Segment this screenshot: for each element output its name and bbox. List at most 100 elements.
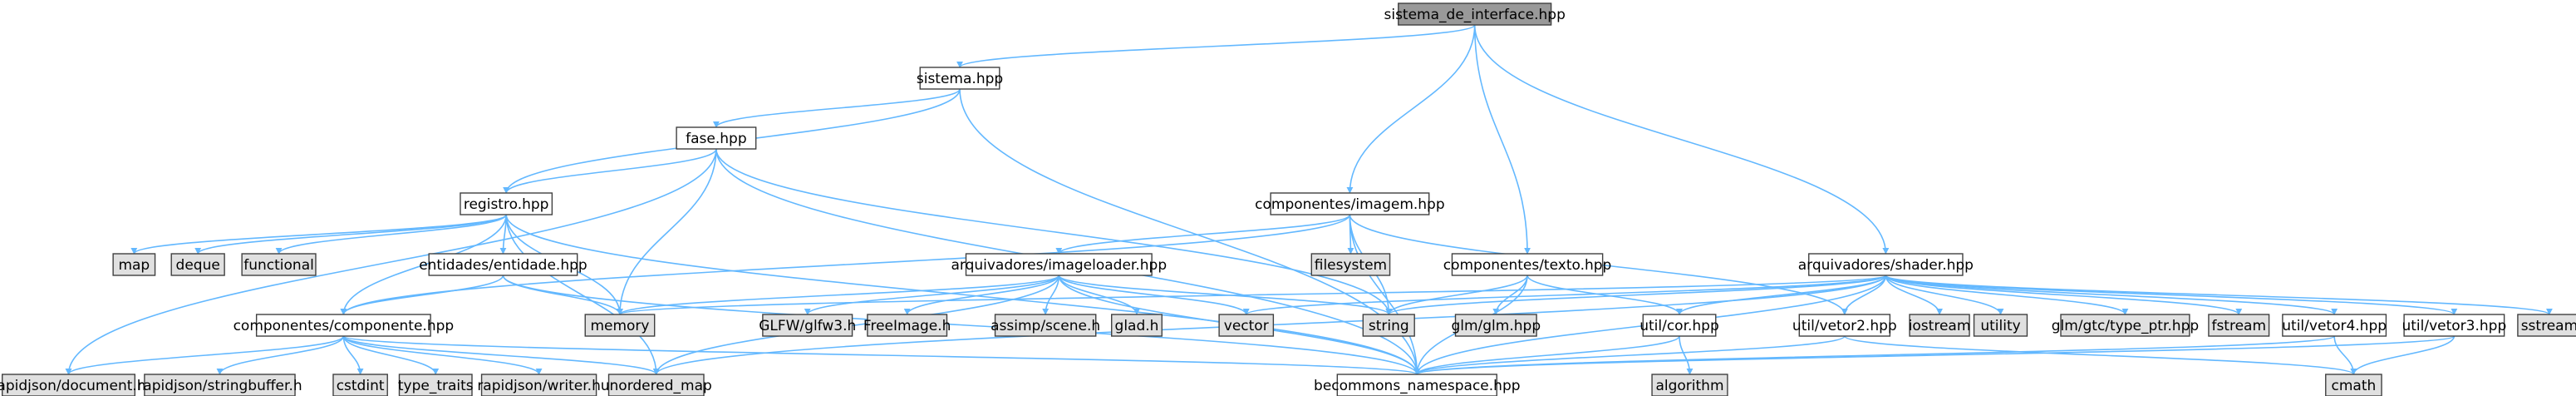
node-label: rapidjson/writer.h [477, 378, 601, 394]
edge-n9-n13 [342, 335, 440, 375]
graph-node-n12: cstdint [332, 374, 388, 396]
edge-n0-n26 [1473, 24, 1531, 255]
node-box [762, 314, 853, 337]
graph-node-n19: filesystem [1310, 253, 1391, 276]
graph-node-n26[interactable]: componentes/texto.hpp [1443, 253, 1612, 276]
node-label: filesystem [1315, 257, 1387, 274]
node-label: memory [590, 318, 649, 334]
node-box [460, 192, 553, 215]
node-box [867, 314, 948, 337]
edge-n7-n16 [502, 275, 1421, 375]
edge-n18-n23 [1058, 275, 1140, 315]
edge-n7-n9 [340, 275, 504, 315]
node-box [398, 374, 473, 396]
graph-node-n27: glm/glm.hpp [1451, 314, 1541, 337]
node-box [607, 374, 705, 396]
graph-node-n14: rapidjson/writer.h [477, 374, 601, 396]
graph-node-n38: sstream [2517, 314, 2576, 337]
graph-node-n36[interactable]: util/vetor4.hpp [2282, 314, 2387, 337]
graph-node-n28[interactable]: util/cor.hpp [1639, 314, 1719, 337]
node-label: sistema.hpp [917, 71, 1003, 87]
graph-node-n24: vector [1218, 314, 1275, 337]
graph-node-n3[interactable]: registro.hpp [460, 192, 553, 215]
edge-n28-n29 [1679, 335, 1694, 375]
graph-node-n7[interactable]: entidades/entidade.hpp [419, 253, 587, 276]
node-label: FreeImage.h [863, 318, 951, 334]
node-box [1909, 314, 1970, 337]
edge-n17-n9 [340, 214, 1351, 315]
node-box [1808, 253, 1964, 276]
edge-n2-n3 [503, 148, 717, 194]
graph-node-n18[interactable]: arquivadores/imageloader.hpp [951, 253, 1167, 276]
graph-node-n1[interactable]: sistema.hpp [917, 67, 1003, 90]
node-label: fstream [2211, 318, 2266, 334]
graph-node-n0[interactable]: sistema_de_interface.hpp [1384, 2, 1566, 26]
node-label: componentes/texto.hpp [1443, 257, 1612, 274]
edge-n9-n15 [342, 335, 660, 375]
node-label: becommons_namespace.hpp [1314, 378, 1521, 394]
node-box [112, 253, 156, 276]
edge-n30-n25 [1385, 275, 1887, 315]
edge-n0-n1 [956, 24, 1476, 68]
graph-node-n16[interactable]: becommons_namespace.hpp [1314, 374, 1521, 396]
node-box [428, 253, 578, 276]
node-label: util/vetor2.hpp [1792, 318, 1897, 334]
graph-node-n25: string [1362, 314, 1415, 337]
graph-node-n35: fstream [2208, 314, 2270, 337]
node-box [584, 314, 656, 337]
node-label: vector [1224, 318, 1269, 334]
graph-node-n37[interactable]: util/vetor3.hpp [2401, 314, 2506, 337]
edge-n26-n25 [1385, 275, 1528, 315]
node-label: registro.hpp [464, 196, 549, 213]
graph-node-n31[interactable]: util/vetor2.hpp [1792, 314, 1897, 337]
node-label: utility [1980, 318, 2020, 334]
node-label: sstream [2521, 318, 2576, 334]
edge-n30-n8 [617, 275, 1887, 315]
graph-node-n9[interactable]: componentes/componente.hpp [234, 314, 455, 337]
node-box [170, 253, 225, 276]
edge-n26-n28 [1526, 275, 1683, 315]
edge-n30-n37 [1885, 275, 2458, 315]
edge-n30-n36 [1885, 275, 2338, 315]
node-box [241, 253, 317, 276]
node-label: iostream [1909, 318, 1971, 334]
edge-n0-n30 [1473, 24, 1890, 255]
graph-node-n17[interactable]: componentes/imagem.hpp [1255, 192, 1445, 215]
edge-n18-n8 [617, 275, 1060, 315]
edge-n18-n21 [903, 275, 1060, 315]
node-box [1651, 374, 1728, 396]
graph-node-n23: glad.h [1111, 314, 1163, 337]
edge-n18-n15 [652, 275, 1060, 375]
graph-node-n22: assimp/scene.h [991, 314, 1100, 337]
graph-node-n8: memory [584, 314, 656, 337]
edge-n30-n35 [1885, 275, 2243, 315]
graph-node-n2[interactable]: fase.hpp [676, 126, 757, 150]
node-box [1398, 2, 1552, 26]
node-label: functional [243, 257, 314, 274]
graph-node-n13: type_traits [398, 374, 474, 396]
node-label: arquivadores/shader.hpp [1798, 257, 1974, 274]
edge-n1-n2 [712, 88, 961, 128]
node-label: rapidjson/document.h [0, 378, 146, 394]
node-box [2208, 314, 2270, 337]
node-box [1111, 314, 1163, 337]
edge-n36-n39 [2333, 335, 2357, 375]
edge-n30-n31 [1841, 275, 1887, 315]
graph-node-n20: GLFW/glfw3.h [759, 314, 856, 337]
node-label: deque [176, 257, 220, 274]
node-box [1454, 314, 1537, 337]
node-label: glad.h [1115, 318, 1159, 334]
graph-node-n30[interactable]: arquivadores/shader.hpp [1798, 253, 1974, 276]
node-label: arquivadores/imageloader.hpp [951, 257, 1167, 274]
edge-n9-n14 [342, 335, 543, 375]
graph-node-n33: utility [1973, 314, 2028, 337]
node-label: util/cor.hpp [1639, 318, 1719, 334]
node-box [2403, 314, 2505, 337]
graph-node-n34: glm/gtc/type_ptr.hpp [2052, 314, 2199, 337]
graph-node-n21: FreeImage.h [863, 314, 951, 337]
graph-node-n15: unordered_map [601, 374, 712, 396]
node-box [1973, 314, 2028, 337]
edge-n2-n10 [65, 148, 717, 375]
node-box [965, 253, 1153, 276]
